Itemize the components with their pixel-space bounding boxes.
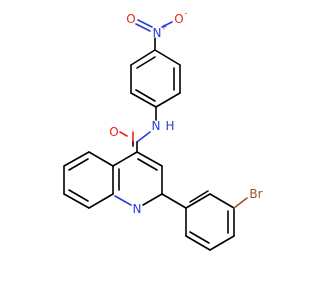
amide-linkage [119,106,157,153]
bromine-bond [233,197,248,209]
carbonyl-oxygen-label: O [109,125,118,139]
nitro-group [135,19,173,51]
quinoline-nitrogen-label: N [133,202,142,216]
quinoline-benzo-ring [63,151,114,209]
nitro-oxygen-left-label: O [126,12,135,26]
nitrophenyl-ring [130,49,181,108]
quinoline-pyridine-ring [112,151,163,206]
amide-nitrogen-label: N [152,119,161,133]
nitro-nitrogen-label: N [153,26,162,40]
structure-canvas: N + O O - N H O N Br [63,8,263,251]
bromine-label: Br [249,187,262,201]
molecule-diagram: N + O O - N H O N Br [63,9,263,251]
amide-hydrogen-label: H [165,119,174,133]
nitro-oxygen-charge: - [185,9,188,18]
nitro-nitrogen-charge: + [161,23,168,32]
nitro-oxygen-right-label: O [174,12,183,26]
bromophenyl-ring [161,190,235,251]
